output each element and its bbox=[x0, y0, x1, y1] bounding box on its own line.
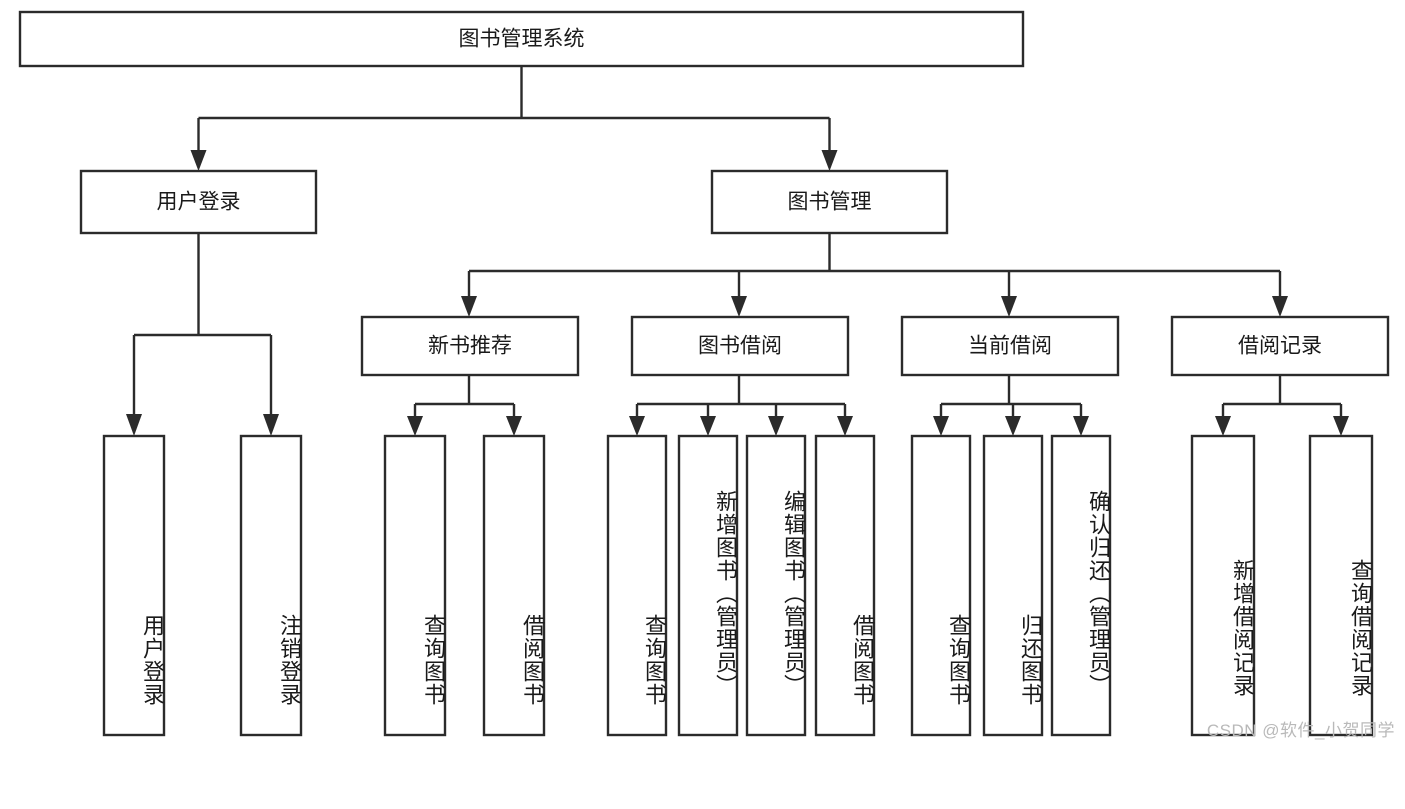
connector-group-book-management-to-level3 bbox=[461, 233, 1288, 317]
node-new-book-recommend-box[interactable] bbox=[360, 315, 580, 377]
node-new-book-recommend-label: 新书推荐 bbox=[428, 335, 512, 358]
node-leaf-borrow-book-1-box[interactable] bbox=[482, 434, 546, 737]
leaf-boxes-group bbox=[102, 434, 1374, 737]
arrow-head-leaf-user-login bbox=[126, 414, 142, 436]
node-user-login[interactable]: 用户登录 bbox=[79, 169, 318, 235]
diagram-canvas: 图书管理系统 用户登录 图书管理 新书推荐 图书借阅 当前借阅 借阅记录 bbox=[18, 10, 1390, 737]
node-book-management-label: 图书管理 bbox=[788, 191, 872, 214]
node-book-borrow-box[interactable] bbox=[630, 315, 850, 377]
connector-group-new-book-recommend-to-leaves bbox=[407, 375, 522, 436]
node-leaf-confirm-return-admin-box[interactable] bbox=[1050, 434, 1112, 737]
node-leaf-query-book-3-box[interactable] bbox=[910, 434, 972, 737]
arrow-head-leaf-confirm-return-admin bbox=[1073, 416, 1089, 436]
connector-group-current-borrow-to-leaves bbox=[933, 375, 1089, 436]
node-current-borrow-label: 当前借阅 bbox=[968, 335, 1052, 358]
node-leaf-edit-book-admin-box[interactable] bbox=[745, 434, 807, 737]
node-root-label: 图书管理系统 bbox=[459, 28, 585, 51]
node-user-login-label: 用户登录 bbox=[157, 191, 241, 214]
node-leaf-query-book-2-box[interactable] bbox=[606, 434, 668, 737]
node-book-borrow[interactable]: 图书借阅 bbox=[630, 315, 850, 377]
arrow-head-book-borrow bbox=[731, 296, 747, 317]
csdn-watermark: CSDN @软件_小贺同学 bbox=[1206, 721, 1395, 740]
arrow-head-leaf-user-logout bbox=[263, 414, 279, 436]
node-leaf-user-logout-box[interactable] bbox=[239, 434, 303, 737]
arrow-head-book-management bbox=[821, 150, 838, 171]
node-current-borrow-box[interactable] bbox=[900, 315, 1120, 377]
arrow-head-leaf-return-book bbox=[1005, 416, 1021, 436]
arrow-head-leaf-edit-book-admin bbox=[768, 416, 784, 436]
arrow-head-new-book-recommend bbox=[461, 296, 477, 317]
arrow-head-leaf-add-borrow-record bbox=[1215, 416, 1231, 436]
arrow-head-current-borrow bbox=[1001, 296, 1017, 317]
node-root-box[interactable] bbox=[18, 10, 1025, 68]
node-borrow-record[interactable]: 借阅记录 bbox=[1170, 315, 1390, 377]
arrow-head-leaf-query-book-3 bbox=[933, 416, 949, 436]
arrow-head-leaf-query-book-1 bbox=[407, 416, 423, 436]
node-book-borrow-label: 图书借阅 bbox=[698, 335, 782, 358]
functional-structure-diagram: 图书管理系统 用户登录 图书管理 新书推荐 图书借阅 当前借阅 借阅记录 bbox=[18, 10, 1395, 740]
node-book-management-box[interactable] bbox=[710, 169, 949, 235]
node-user-login-box[interactable] bbox=[79, 169, 318, 235]
node-leaf-add-borrow-record-box[interactable] bbox=[1190, 434, 1256, 737]
node-leaf-return-book-box[interactable] bbox=[982, 434, 1044, 737]
node-leaf-query-book-1-box[interactable] bbox=[383, 434, 447, 737]
node-leaf-add-book-admin-box[interactable] bbox=[677, 434, 739, 737]
node-book-management[interactable]: 图书管理 bbox=[710, 169, 949, 235]
connector-group-root-to-level2 bbox=[190, 66, 838, 171]
connector-group-user-login-to-leaves bbox=[126, 233, 279, 436]
node-leaf-query-borrow-record-box[interactable] bbox=[1308, 434, 1374, 737]
node-current-borrow[interactable]: 当前借阅 bbox=[900, 315, 1120, 377]
connector-group-book-borrow-to-leaves bbox=[629, 375, 853, 436]
node-new-book-recommend[interactable]: 新书推荐 bbox=[360, 315, 580, 377]
node-root[interactable]: 图书管理系统 bbox=[18, 10, 1025, 68]
arrow-head-leaf-query-borrow-record bbox=[1333, 416, 1349, 436]
node-borrow-record-box[interactable] bbox=[1170, 315, 1390, 377]
node-borrow-record-label: 借阅记录 bbox=[1238, 335, 1322, 358]
node-leaf-borrow-book-2-box[interactable] bbox=[814, 434, 876, 737]
node-leaf-user-login-box[interactable] bbox=[102, 434, 166, 737]
connector-group-borrow-record-to-leaves bbox=[1215, 375, 1349, 436]
arrow-head-leaf-borrow-book-2 bbox=[837, 416, 853, 436]
arrow-head-borrow-record bbox=[1272, 296, 1288, 317]
arrow-head-leaf-query-book-2 bbox=[629, 416, 645, 436]
arrow-head-user-login bbox=[190, 150, 207, 171]
arrow-head-leaf-borrow-book-1 bbox=[506, 416, 522, 436]
arrow-head-leaf-add-book-admin bbox=[700, 416, 716, 436]
